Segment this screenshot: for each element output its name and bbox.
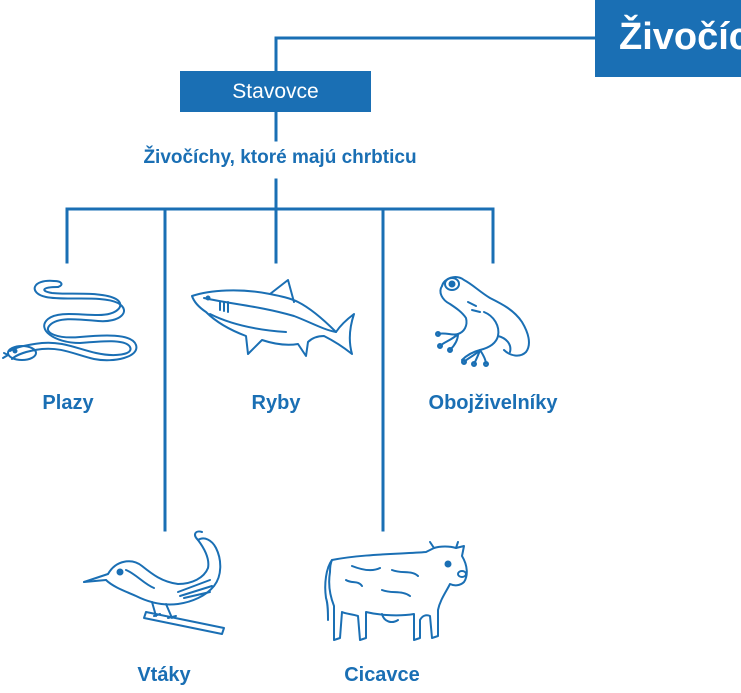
group-title: Stavovce [232,80,318,103]
category-label-ryby: Ryby [176,392,376,415]
bird-icon [82,530,237,640]
cow-icon [322,540,472,648]
category-label-cicavce: Cicavce [282,664,482,687]
stavovce-box: Stavovce [180,71,371,112]
category-label-plazy: Plazy [0,392,168,415]
group-description: Živočíchy, ktoré majú chrbticu [90,147,470,169]
category-label-obojzivelniky: Obojživelníky [393,392,593,415]
shark-icon [190,280,360,360]
snake-icon [2,275,142,365]
root-box: Živočíc [595,0,741,77]
category-label-vtaky: Vtáky [64,664,264,687]
root-connector [276,38,596,71]
root-title: Živočíc [619,16,741,58]
frog-icon [428,272,538,367]
